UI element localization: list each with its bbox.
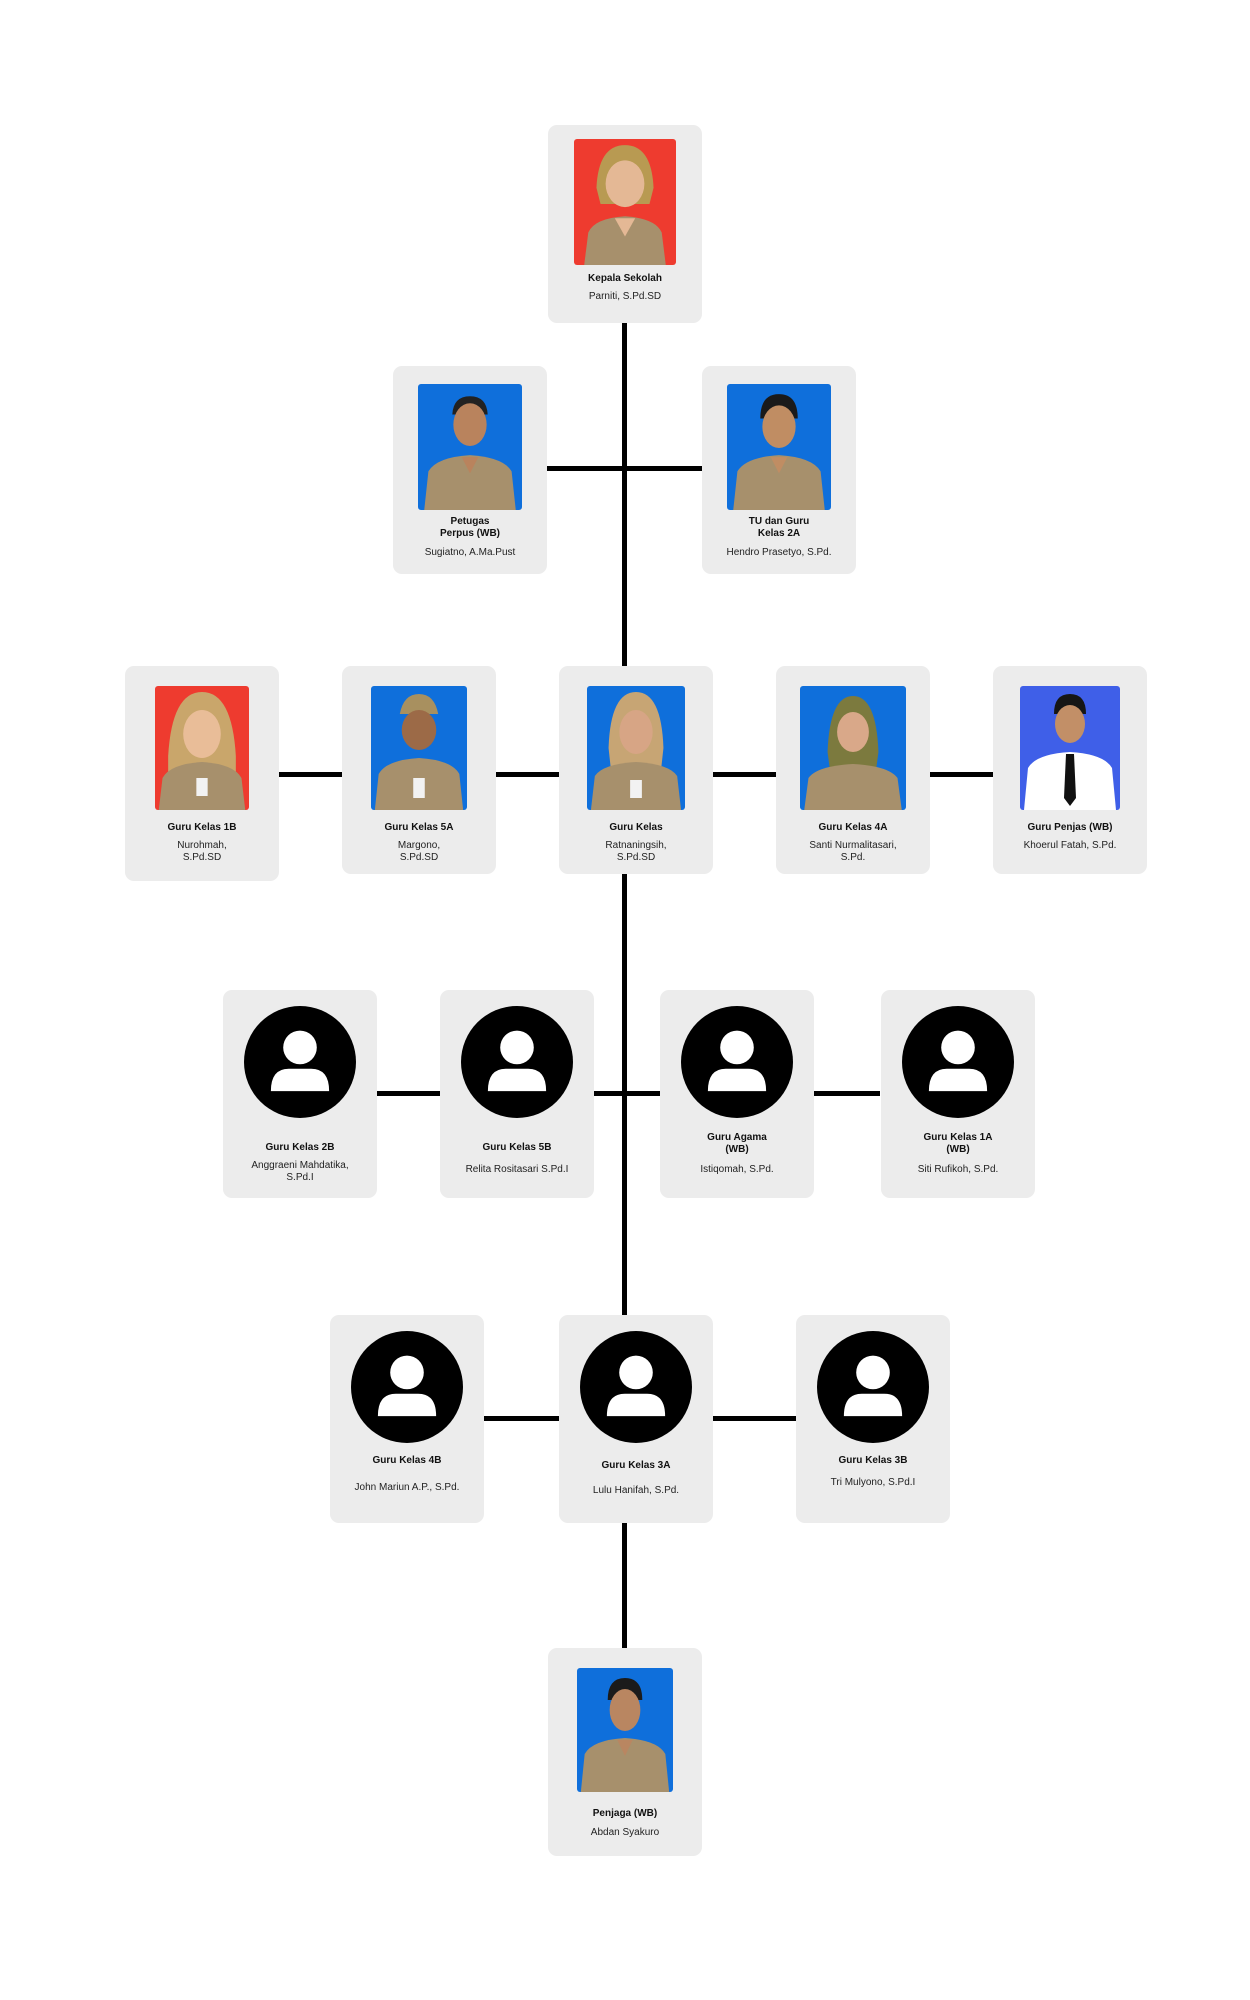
portrait-photo [1020, 686, 1120, 810]
node-guru-kelas-4b: Guru Kelas 4B John Mariun A.P., S.Pd. [330, 1315, 484, 1523]
node-role: Guru Penjas (WB) [1027, 822, 1113, 833]
node-guru-kelas: Guru Kelas Ratnaningsih, S.Pd.SD [559, 666, 713, 874]
node-name: Nurohmah, S.Pd.SD [177, 840, 227, 863]
node-name: Relita Rositasari S.Pd.I [465, 1164, 569, 1175]
user-placeholder-icon [351, 1331, 463, 1443]
portrait-photo [155, 686, 249, 810]
node-role: Guru Kelas 5B [482, 1142, 552, 1153]
node-name: Santi Nurmalitasari, S.Pd. [809, 840, 897, 863]
user-placeholder-icon [681, 1006, 793, 1118]
node-guru-kelas-3b: Guru Kelas 3B Tri Mulyono, S.Pd.I [796, 1315, 950, 1523]
node-guru-kelas-5a: Guru Kelas 5A Margono, S.Pd.SD [342, 666, 496, 874]
node-role: Guru Kelas 3A [601, 1460, 671, 1471]
connector-line [376, 1091, 880, 1096]
node-name: Tri Mulyono, S.Pd.I [830, 1477, 916, 1488]
node-name: Margono, S.Pd.SD [397, 840, 441, 863]
node-role: Guru Kelas 4B [372, 1455, 442, 1466]
node-role: Guru Kelas 4A [818, 822, 888, 833]
node-name: Ratnaningsih, S.Pd.SD [605, 840, 667, 863]
node-name: John Mariun A.P., S.Pd. [354, 1482, 460, 1493]
node-guru-kelas-1a: Guru Kelas 1A (WB) Siti Rufikoh, S.Pd. [881, 990, 1035, 1198]
node-name: Khoerul Fatah, S.Pd. [1023, 840, 1117, 851]
node-role: Guru Kelas 1A (WB) [923, 1132, 993, 1155]
user-placeholder-icon [244, 1006, 356, 1118]
node-name: Hendro Prasetyo, S.Pd. [726, 547, 832, 558]
connector-line [622, 1520, 627, 1648]
connector-line [546, 466, 703, 471]
portrait-photo [371, 686, 467, 810]
node-role: Guru Kelas 5A [384, 822, 454, 833]
node-role: TU dan Guru Kelas 2A [748, 516, 810, 539]
node-role: Guru Kelas 2B [265, 1142, 335, 1153]
node-penjaga: Penjaga (WB) Abdan Syakuro [548, 1648, 702, 1856]
portrait-photo [587, 686, 685, 810]
node-guru-kelas-5b: Guru Kelas 5B Relita Rositasari S.Pd.I [440, 990, 594, 1198]
node-petugas-perpus: Petugas Perpus (WB) Sugiatno, A.Ma.Pust [393, 366, 547, 574]
node-role: Guru Kelas 1B [167, 822, 237, 833]
portrait-photo [577, 1668, 673, 1792]
node-name: Parniti, S.Pd.SD [588, 291, 662, 302]
node-name: Abdan Syakuro [590, 1827, 660, 1838]
node-tu-guru-kelas-2a: TU dan Guru Kelas 2A Hendro Prasetyo, S.… [702, 366, 856, 574]
node-role: Kepala Sekolah [588, 273, 662, 284]
node-role: Guru Agama (WB) [707, 1132, 767, 1155]
node-name: Istiqomah, S.Pd. [700, 1164, 774, 1175]
user-placeholder-icon [580, 1331, 692, 1443]
portrait-photo [574, 139, 676, 265]
node-guru-kelas-2b: Guru Kelas 2B Anggraeni Mahdatika, S.Pd.… [223, 990, 377, 1198]
node-role: Guru Kelas 3B [838, 1455, 908, 1466]
node-role: Guru Kelas [609, 822, 663, 833]
node-guru-kelas-1b: Guru Kelas 1B Nurohmah, S.Pd.SD [125, 666, 279, 881]
node-guru-kelas-3a: Guru Kelas 3A Lulu Hanifah, S.Pd. [559, 1315, 713, 1523]
node-name: Sugiatno, A.Ma.Pust [424, 547, 516, 558]
portrait-photo [800, 686, 906, 810]
node-role: Petugas Perpus (WB) [440, 516, 500, 539]
portrait-photo [727, 384, 831, 510]
user-placeholder-icon [817, 1331, 929, 1443]
user-placeholder-icon [461, 1006, 573, 1118]
node-name: Anggraeni Mahdatika, S.Pd.I [251, 1160, 349, 1183]
node-guru-agama: Guru Agama (WB) Istiqomah, S.Pd. [660, 990, 814, 1198]
node-role: Penjaga (WB) [592, 1808, 658, 1819]
portrait-photo [418, 384, 522, 510]
connector-line [622, 318, 627, 670]
user-placeholder-icon [902, 1006, 1014, 1118]
node-guru-penjas: Guru Penjas (WB) Khoerul Fatah, S.Pd. [993, 666, 1147, 874]
node-name: Siti Rufikoh, S.Pd. [917, 1164, 999, 1175]
node-kepala-sekolah: Kepala Sekolah Parniti, S.Pd.SD [548, 125, 702, 323]
node-name: Lulu Hanifah, S.Pd. [592, 1485, 680, 1496]
node-guru-kelas-4a: Guru Kelas 4A Santi Nurmalitasari, S.Pd. [776, 666, 930, 874]
